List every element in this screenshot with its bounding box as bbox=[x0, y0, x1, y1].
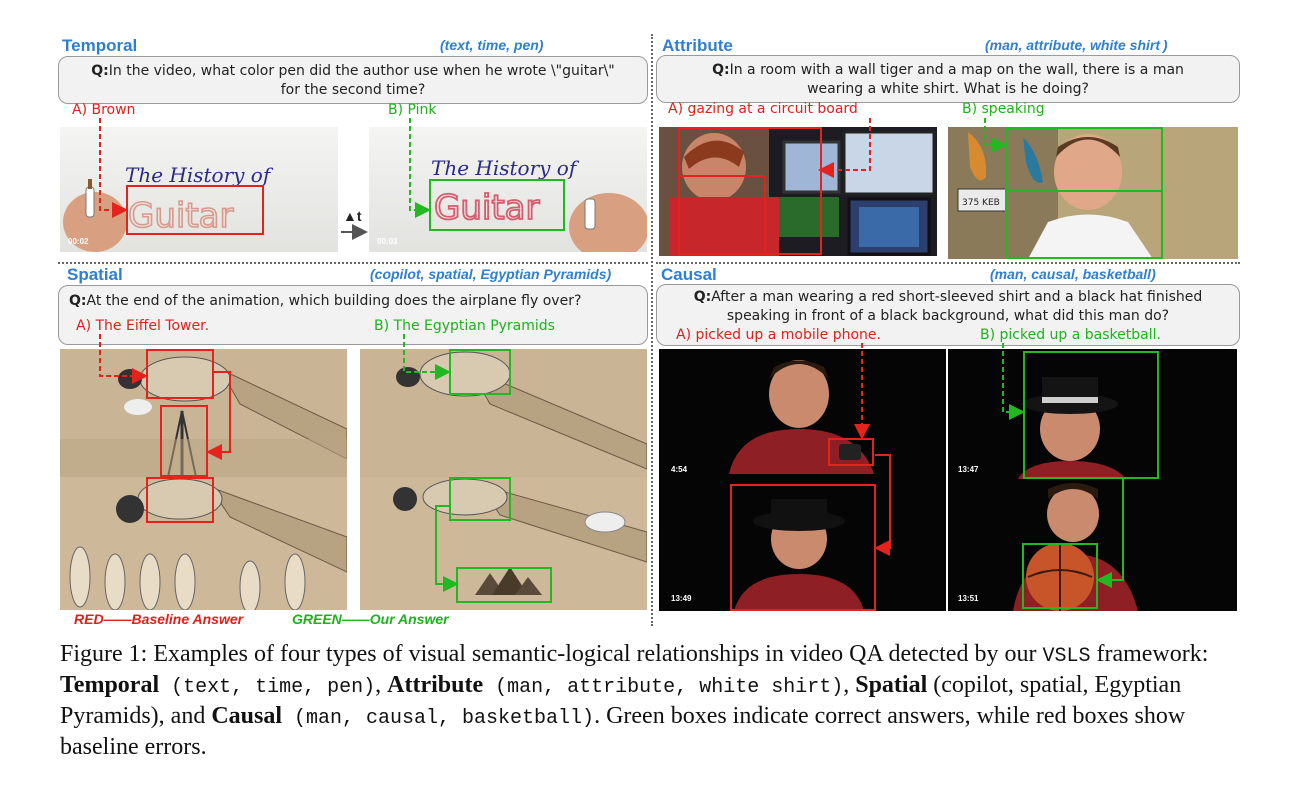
board-text-line1: The History of bbox=[431, 156, 580, 180]
caption-bold-attribute: Attribute bbox=[387, 672, 484, 698]
causal-question-box: Q:After a man wearing a red short-sleeve… bbox=[656, 284, 1240, 346]
caption-bold-causal: Causal bbox=[211, 703, 282, 729]
q-prefix: Q: bbox=[712, 62, 730, 78]
spatial-frame-4 bbox=[360, 477, 647, 610]
arrow-causal-chain-green bbox=[1096, 478, 1124, 588]
arrow-overlay bbox=[99, 118, 1124, 592]
spatial-tag: (copilot, spatial, Egyptian Pyramids) bbox=[370, 266, 612, 282]
caption-text: framework: bbox=[1090, 641, 1209, 667]
caption-text: (copilot, spatial, Egyptian Pyramids), a… bbox=[60, 672, 1182, 729]
attribute-frame-1 bbox=[659, 127, 937, 256]
spatial-question-box: Q:At the end of the animation, which bui… bbox=[58, 285, 648, 345]
temporal-question-box: Q:In the video, what color pen did the a… bbox=[58, 56, 648, 104]
spatial-frame-1 bbox=[60, 349, 347, 477]
spatial-green-box-2 bbox=[449, 477, 511, 521]
license-plate: 375 KEB bbox=[962, 198, 1000, 208]
vertical-divider bbox=[651, 34, 653, 626]
caption-text: Figure 1: Examples of four types of visu… bbox=[60, 641, 1043, 667]
hand-left bbox=[63, 192, 127, 252]
arrow-spatial-a bbox=[99, 334, 148, 384]
arrow-attribute-a bbox=[818, 118, 871, 178]
pen-pink bbox=[584, 198, 596, 230]
horizontal-divider-right bbox=[656, 262, 1240, 264]
airplane-eiffel-scene bbox=[60, 356, 347, 477]
temporal-question: In the video, what color pen did the aut… bbox=[108, 63, 615, 98]
pyramid bbox=[515, 577, 542, 595]
circuit-board-scene bbox=[659, 127, 936, 256]
caption-bold-temporal: Temporal bbox=[60, 672, 160, 698]
timestamp: 4:54 bbox=[671, 465, 688, 474]
caption-bold-spatial: Spatial bbox=[855, 672, 928, 698]
board-text-line2: Guitar bbox=[128, 196, 234, 236]
attribute-answer-b: B) speaking bbox=[962, 101, 1045, 117]
pyramids-scene bbox=[393, 478, 647, 595]
board-text-line1: The History of bbox=[125, 163, 274, 187]
arrow-temporal-b bbox=[409, 118, 431, 218]
whiteboard-drawing-2: The History of Guitar bbox=[431, 156, 647, 252]
caption-vsls: VSLS bbox=[1042, 645, 1091, 668]
spatial-frame-3 bbox=[60, 477, 347, 610]
attribute-green-box-2 bbox=[1005, 190, 1163, 259]
caption-text: , bbox=[843, 672, 856, 698]
airplane-crowd-scene bbox=[69, 478, 347, 610]
spatial-red-box-2 bbox=[160, 405, 208, 477]
arrow-spatial-b bbox=[403, 334, 451, 380]
temporal-title: Temporal bbox=[62, 36, 138, 55]
temporal-tag: (text, time, pen) bbox=[440, 37, 544, 53]
arrow-temporal-a bbox=[99, 118, 128, 218]
causal-answer-a: A) picked up a mobile phone. bbox=[676, 327, 881, 343]
caption-mono: (man, attribute, white shirt) bbox=[483, 676, 844, 699]
causal-tag: (man, causal, basketball) bbox=[990, 266, 1156, 282]
temporal-answer-a: A) Brown bbox=[72, 102, 136, 118]
temporal-frame-2: The History of Guitar 00:03 bbox=[369, 127, 647, 252]
attribute-answer-a: A) gazing at a circuit board bbox=[668, 101, 858, 117]
man-basketball-scene bbox=[1013, 377, 1138, 611]
attribute-tag: (man, attribute, white shirt ) bbox=[985, 37, 1168, 53]
arrow-causal-b bbox=[1002, 343, 1025, 420]
causal-answer-b: B) picked up a basketball. bbox=[980, 327, 1161, 343]
whiteboard-drawing-1: The History of Guitar bbox=[63, 163, 274, 252]
spatial-question: At the end of the animation, which build… bbox=[86, 293, 582, 309]
q-prefix: Q: bbox=[91, 63, 109, 79]
arrow-attribute-b bbox=[984, 118, 1007, 153]
timestamp: 00:02 bbox=[68, 237, 89, 246]
causal-frame-left: 4:54 13:49 bbox=[659, 349, 946, 611]
caption-mono: (text, time, pen) bbox=[159, 676, 376, 699]
caption-mono: (man, causal, basketball) bbox=[282, 707, 595, 730]
causal-frame-right: 13:47 13:51 bbox=[948, 349, 1237, 611]
timestamp: 13:49 bbox=[671, 594, 692, 603]
arrow-spatial-chain-green bbox=[435, 505, 459, 592]
q-prefix: Q: bbox=[69, 293, 87, 309]
attribute-red-box-2 bbox=[678, 175, 766, 255]
q-prefix: Q: bbox=[693, 289, 712, 305]
timestamp: 13:51 bbox=[958, 594, 979, 603]
board-text-line2: Guitar bbox=[434, 188, 540, 228]
time-arrow-label: ▲t bbox=[343, 208, 362, 224]
causal-red-box-phone bbox=[828, 438, 874, 466]
caption-text: . Green boxes indicate correct answers, … bbox=[60, 703, 1186, 760]
attribute-question: In a room with a wall tiger and a map on… bbox=[729, 62, 1184, 97]
pyramid bbox=[492, 567, 528, 595]
attribute-question-box: Q:In a room with a wall tiger and a map … bbox=[656, 55, 1240, 103]
timestamp: 13:47 bbox=[958, 465, 979, 474]
legend-ours: GREEN——Our Answer bbox=[292, 611, 449, 627]
arrow-causal-chain bbox=[874, 454, 891, 556]
spatial-title: Spatial bbox=[67, 265, 123, 284]
caption-text: , bbox=[375, 672, 388, 698]
spatial-answer-b: B) The Egyptian Pyramids bbox=[374, 318, 555, 334]
causal-title: Causal bbox=[661, 265, 717, 284]
figure-caption: Figure 1: Examples of four types of visu… bbox=[60, 640, 1250, 762]
spatial-red-box-3 bbox=[146, 477, 214, 523]
temporal-answer-b: B) Pink bbox=[388, 102, 437, 118]
horizontal-divider-left bbox=[58, 262, 648, 264]
causal-question: After a man wearing a red short-sleeved … bbox=[711, 289, 1203, 324]
man-phone-scene bbox=[729, 360, 874, 611]
attribute-title: Attribute bbox=[662, 36, 733, 55]
spatial-answer-a: A) The Eiffel Tower. bbox=[76, 318, 210, 334]
timestamp: 00:03 bbox=[377, 237, 398, 246]
legend-baseline: RED——Baseline Answer bbox=[74, 611, 244, 627]
arrow-spatial-chain bbox=[206, 371, 231, 460]
temporal-frame-1: The History of Guitar 00:02 bbox=[60, 127, 338, 252]
